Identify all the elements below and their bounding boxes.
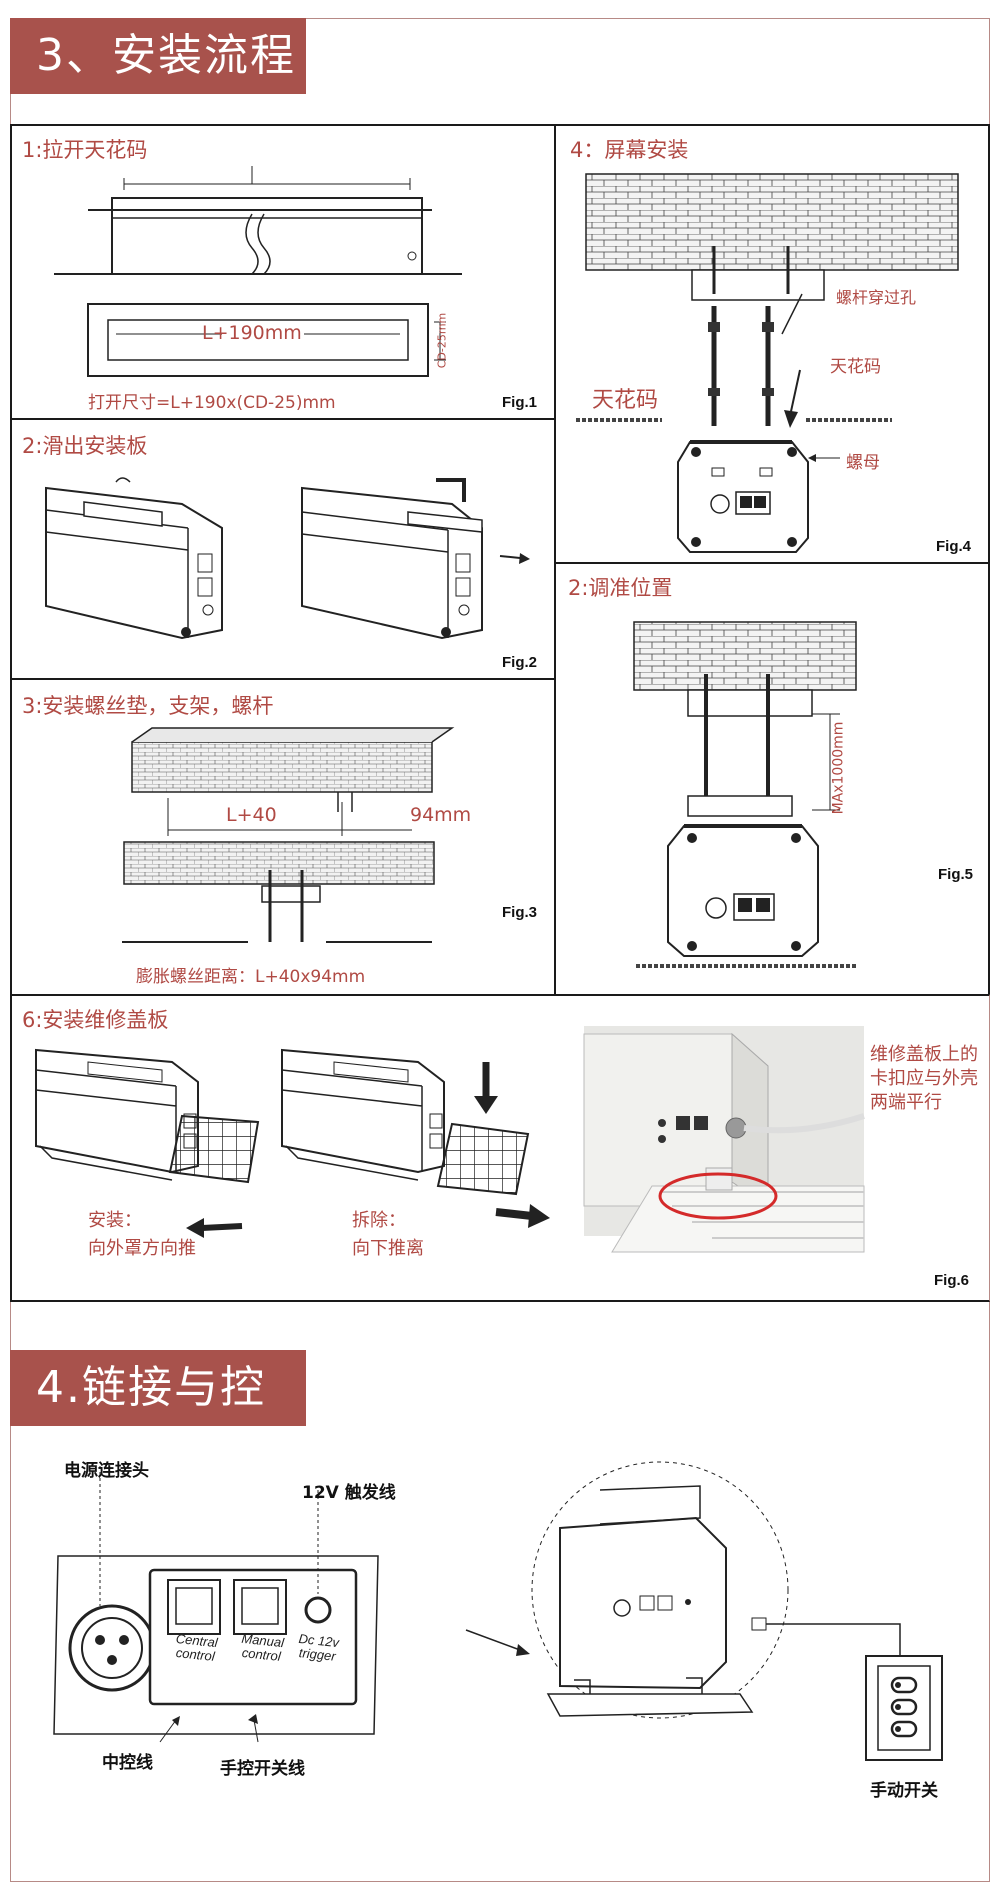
fig6-note-line-1: 维修盖板上的: [870, 1044, 978, 1065]
fig6-install-text: 向外罩方向推: [88, 1238, 196, 1259]
section-4-banner: 4.链接与控制: [10, 1350, 306, 1489]
section-4-title: 4.链接与控制: [36, 1362, 266, 1489]
fig3-dim-length: L+40: [226, 804, 277, 826]
fig3-caption: 膨胀螺丝距离：L+40x94mm: [136, 967, 366, 987]
fig6-drawing: [35, 1026, 865, 1253]
fig6-remove-text: 向下推离: [352, 1238, 424, 1259]
section-3-banner: 3、安装流程: [10, 18, 306, 94]
trigger-line-label: 12V 触发线: [302, 1483, 396, 1503]
section-3-title: 3、安装流程: [36, 30, 296, 81]
central-control-line-label: 中控线: [102, 1753, 153, 1773]
fig1-label: Fig.1: [502, 394, 538, 411]
fig5-title: 2:调准位置: [568, 576, 673, 600]
fig1-caption: 打开尺寸=L+190x(CD-25)mm: [88, 393, 336, 413]
fig5-dim-vertical: MAx1000mm: [830, 721, 847, 815]
fig3-drawing: [122, 727, 455, 943]
fig6-install-label: 安装：: [88, 1210, 142, 1231]
fig3-dim-width: 94mm: [410, 804, 472, 826]
fig1-dim-side: CD-25mm: [435, 312, 449, 369]
fig3-title: 3:安装螺丝垫，支架，螺杆: [22, 694, 274, 718]
fig6-title: 6:安装维修盖板: [22, 1008, 169, 1032]
port-central-label: Central control: [167, 1631, 226, 1665]
fig6-label: Fig.6: [934, 1272, 970, 1289]
fig6-note-line-3: 两端平行: [870, 1092, 942, 1113]
fig6-panel: 6:安装维修盖板: [10, 994, 990, 1302]
fig3-label: Fig.3: [502, 904, 538, 921]
fig5-drawing: [633, 621, 857, 968]
fig2-label: Fig.2: [502, 654, 538, 671]
fig6-note-line-2: 卡扣应与外壳: [870, 1068, 978, 1089]
power-connector-label: 电源连接头: [64, 1461, 149, 1481]
fig4-label: Fig.4: [936, 538, 972, 555]
fig4-drawing: [576, 173, 959, 553]
fig4-title: 4：屏幕安装: [570, 138, 689, 162]
fig1-drawing: [54, 166, 462, 377]
fig5-panel: 2:调准位置 MAx1000mm Fig.5: [554, 562, 990, 996]
manual-switch-label: 手动开关: [870, 1781, 938, 1801]
fig2-title: 2:滑出安装板: [22, 434, 148, 458]
manual-switch-line-label: 手控开关线: [220, 1759, 305, 1779]
fig4-nut-label: 螺母: [846, 453, 880, 473]
port-manual-label: Manual control: [233, 1631, 292, 1665]
fig2-drawing: [45, 477, 530, 640]
fig1-dim-inner: L+190mm: [202, 322, 302, 344]
fig4-panel: 4：屏幕安装: [554, 124, 990, 564]
fig2-panel: 2:滑出安装板 Fig.2: [10, 418, 556, 680]
fig4-note-hole: 螺杆穿过孔: [836, 288, 917, 307]
fig6-remove-label: 拆除：: [352, 1210, 406, 1231]
port-trigger-label: Dc 12v trigger: [289, 1631, 348, 1665]
fig4-left-label: 天花码: [592, 388, 659, 413]
fig5-label: Fig.5: [938, 866, 974, 883]
fig3-panel: 3:安装螺丝垫，支架，螺杆 L+40 94mm 膨胀螺丝距离：L+40x94mm…: [10, 678, 556, 996]
fig4-right-label: 天花码: [830, 357, 881, 377]
fig1-title: 1:拉开天花码: [22, 138, 148, 162]
fig1-panel: 1:拉开天花码 L+190mm CD-25mm 打开尺寸=L+190x(CD-2…: [10, 124, 556, 420]
connection-diagram: [53, 1461, 943, 1761]
